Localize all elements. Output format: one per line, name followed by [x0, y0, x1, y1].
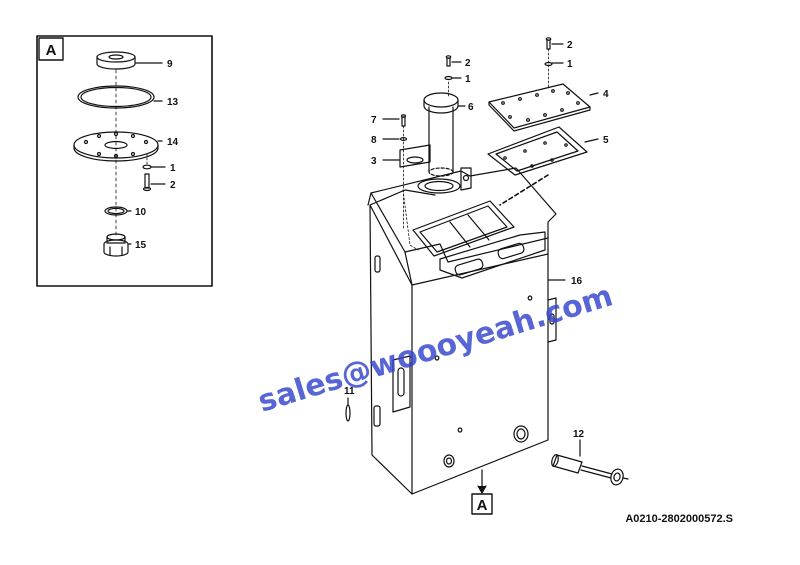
drain-plug-part — [103, 233, 129, 257]
callout-1-detail: 1 — [170, 163, 176, 174]
detail-frame — [36, 35, 213, 287]
callout-13: 13 — [167, 97, 179, 108]
filler-tube-part — [423, 92, 459, 177]
tube-bolt-set — [444, 55, 453, 97]
view-marker: A — [471, 469, 493, 515]
filler-cap-part — [96, 51, 136, 70]
drawing-reference: A0210-2802000572.S — [625, 513, 733, 525]
callout-5: 5 — [603, 135, 609, 146]
detail-a-panel: A 9 13 14 1 — [36, 35, 213, 287]
callout-2-detail: 2 — [170, 180, 176, 191]
callout-11: 11 — [344, 386, 355, 397]
detail-label-box — [38, 37, 64, 61]
clamp-set — [399, 114, 431, 251]
callout-6: 6 — [468, 102, 474, 113]
drain-valve-part — [551, 454, 629, 486]
callout-8: 8 — [371, 135, 377, 146]
callout-10: 10 — [135, 207, 147, 218]
callout-14: 14 — [167, 137, 179, 148]
callout-9: 9 — [167, 59, 173, 70]
callout-2-upper: 2 — [465, 58, 471, 69]
washer-part — [142, 164, 152, 170]
callout-1-upper: 1 — [465, 74, 471, 85]
hydraulic-tank — [367, 167, 557, 495]
assembly-path — [499, 174, 549, 206]
watermark-text: sales@woooyeah.com — [254, 278, 617, 419]
callout-15: 15 — [135, 240, 147, 251]
callout-1-right: 1 — [567, 59, 573, 70]
cover-bolt-set — [544, 37, 553, 89]
detail-label: A — [46, 42, 57, 59]
callout-3: 3 — [371, 156, 377, 167]
bolt-part — [142, 173, 152, 192]
callout-16: 16 — [571, 276, 583, 287]
gasket-part — [487, 126, 588, 176]
callout-4: 4 — [603, 89, 609, 100]
callout-2-right: 2 — [567, 40, 573, 51]
callout-12: 12 — [573, 429, 585, 440]
view-marker-label: A — [477, 497, 488, 514]
callout-7: 7 — [371, 115, 377, 126]
cover-plate-part — [488, 83, 591, 132]
level-gauge-part — [345, 397, 351, 422]
